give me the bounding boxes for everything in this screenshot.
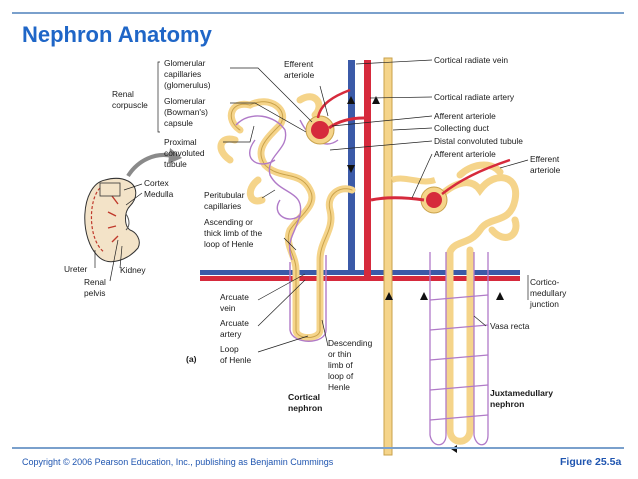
panel-label: (a) — [186, 354, 197, 364]
svg-text:corpuscle: corpuscle — [112, 100, 148, 110]
label-arcuate-vein: Arcuate vein — [220, 292, 249, 313]
svg-text:Arcuate: Arcuate — [220, 292, 249, 302]
label-cortex: Cortex — [144, 178, 169, 188]
svg-text:(Bowman's): (Bowman's) — [164, 107, 208, 117]
flow-arrows — [347, 96, 504, 453]
svg-text:nephron: nephron — [490, 399, 524, 409]
top-rule — [12, 12, 624, 14]
label-afferent-arteriole-1: Afferent arteriole — [434, 111, 496, 121]
svg-text:Glomerular: Glomerular — [164, 96, 206, 106]
label-ascending: Ascending or thick limb of the loop of H… — [204, 217, 263, 249]
arcuate-artery-vessel — [200, 276, 520, 281]
svg-text:Juxtamedullary: Juxtamedullary — [490, 388, 553, 398]
label-glomerular-capsule: Glomerular (Bowman's) capsule — [164, 96, 208, 128]
label-peritubular: Peritubular capillaries — [204, 190, 245, 211]
svg-text:(glomerulus): (glomerulus) — [164, 80, 211, 90]
svg-text:Loop: Loop — [220, 344, 239, 354]
label-vasa-recta: Vasa recta — [490, 321, 530, 331]
figure-label: Figure 25.5a — [560, 456, 622, 468]
svg-text:thick limb of the: thick limb of the — [204, 228, 263, 238]
leader-lines — [94, 59, 529, 353]
cortical-nephron-tubules — [217, 93, 356, 341]
glomerulus-juxta — [426, 192, 442, 208]
efferent-arteriole-juxta — [441, 158, 511, 195]
glomerulus-cortical — [311, 121, 329, 139]
label-arcuate-artery: Arcuate artery — [220, 318, 249, 339]
svg-text:Ascending or: Ascending or — [204, 217, 253, 227]
bottom-rule — [12, 447, 624, 449]
label-loop-henle: Loop of Henle — [220, 344, 252, 365]
label-collecting-duct: Collecting duct — [434, 123, 490, 133]
vasa-recta — [429, 252, 489, 446]
label-cortical-radiate-artery: Cortical radiate artery — [434, 92, 515, 102]
svg-text:loop of Henle: loop of Henle — [204, 239, 254, 249]
svg-text:convoluted: convoluted — [164, 148, 205, 158]
label-renal-pelvis: Renal pelvis — [84, 277, 106, 298]
svg-text:tubule: tubule — [164, 159, 187, 169]
svg-text:capsule: capsule — [164, 118, 193, 128]
label-dct: Distal convoluted tubule — [434, 136, 523, 146]
svg-text:Descending: Descending — [328, 338, 373, 348]
svg-text:or thin: or thin — [328, 349, 352, 359]
svg-text:Cortical: Cortical — [288, 392, 320, 402]
svg-text:nephron: nephron — [288, 403, 322, 413]
svg-text:Renal: Renal — [112, 89, 134, 99]
svg-text:of Henle: of Henle — [220, 355, 252, 365]
label-cortico-junction: Cortico- medullary junction — [529, 277, 567, 309]
zoom-arrow — [126, 153, 173, 178]
svg-text:junction: junction — [529, 299, 559, 309]
svg-text:Renal: Renal — [84, 277, 106, 287]
afferent-arteriole-juxta — [370, 196, 425, 202]
svg-text:pelvis: pelvis — [84, 288, 105, 298]
label-efferent-right: Efferent arteriole — [530, 154, 561, 175]
svg-text:artery: artery — [220, 329, 242, 339]
juxtamedullary-tubules — [432, 161, 520, 445]
label-efferent-left: Efferent arteriole — [284, 59, 315, 80]
cortical-radiate-artery-vessel — [364, 60, 371, 278]
page-title: Nephron Anatomy — [22, 22, 212, 47]
svg-text:Cortico-: Cortico- — [530, 277, 560, 287]
svg-text:loop of: loop of — [328, 371, 354, 381]
svg-text:limb of: limb of — [328, 360, 353, 370]
label-ureter: Ureter — [64, 264, 87, 274]
label-afferent-arteriole-2: Afferent arteriole — [434, 149, 496, 159]
svg-text:capillaries: capillaries — [204, 201, 241, 211]
kidney-thumbnail — [84, 177, 140, 263]
label-medulla: Medulla — [144, 189, 174, 199]
svg-text:medullary: medullary — [530, 288, 567, 298]
zoom-arrowhead — [168, 148, 182, 164]
svg-text:Henle: Henle — [328, 382, 350, 392]
svg-text:Peritubular: Peritubular — [204, 190, 245, 200]
label-renal-corpuscle: Renal corpuscle — [112, 89, 148, 110]
svg-text:Proximal: Proximal — [164, 137, 197, 147]
label-juxtamedullary: Juxtamedullary nephron — [490, 388, 553, 409]
label-cortical-radiate-vein: Cortical radiate vein — [434, 55, 508, 65]
svg-text:Glomerular: Glomerular — [164, 58, 206, 68]
svg-text:Arcuate: Arcuate — [220, 318, 249, 328]
svg-text:vein: vein — [220, 303, 236, 313]
collecting-duct-tube — [383, 57, 393, 456]
peritubular-capillaries — [235, 115, 339, 342]
label-glomerular-capillaries: Glomerular capillaries (glomerulus) — [164, 58, 211, 90]
svg-text:arteriole: arteriole — [530, 165, 561, 175]
copyright-text: Copyright © 2006 Pearson Education, Inc.… — [22, 457, 334, 467]
svg-text:capillaries: capillaries — [164, 69, 201, 79]
label-kidney: Kidney — [120, 265, 146, 275]
svg-text:arteriole: arteriole — [284, 70, 315, 80]
label-cortical-nephron: Cortical nephron — [288, 392, 322, 413]
svg-text:Efferent: Efferent — [530, 154, 560, 164]
arcuate-vein-vessel — [200, 270, 520, 275]
label-pct: Proximal convoluted tubule — [164, 137, 205, 169]
svg-text:Efferent: Efferent — [284, 59, 314, 69]
afferent-arteriole-cortical — [328, 116, 365, 130]
label-descending: Descending or thin limb of loop of Henle — [328, 338, 373, 392]
efferent-arteriole-cortical — [316, 88, 351, 119]
